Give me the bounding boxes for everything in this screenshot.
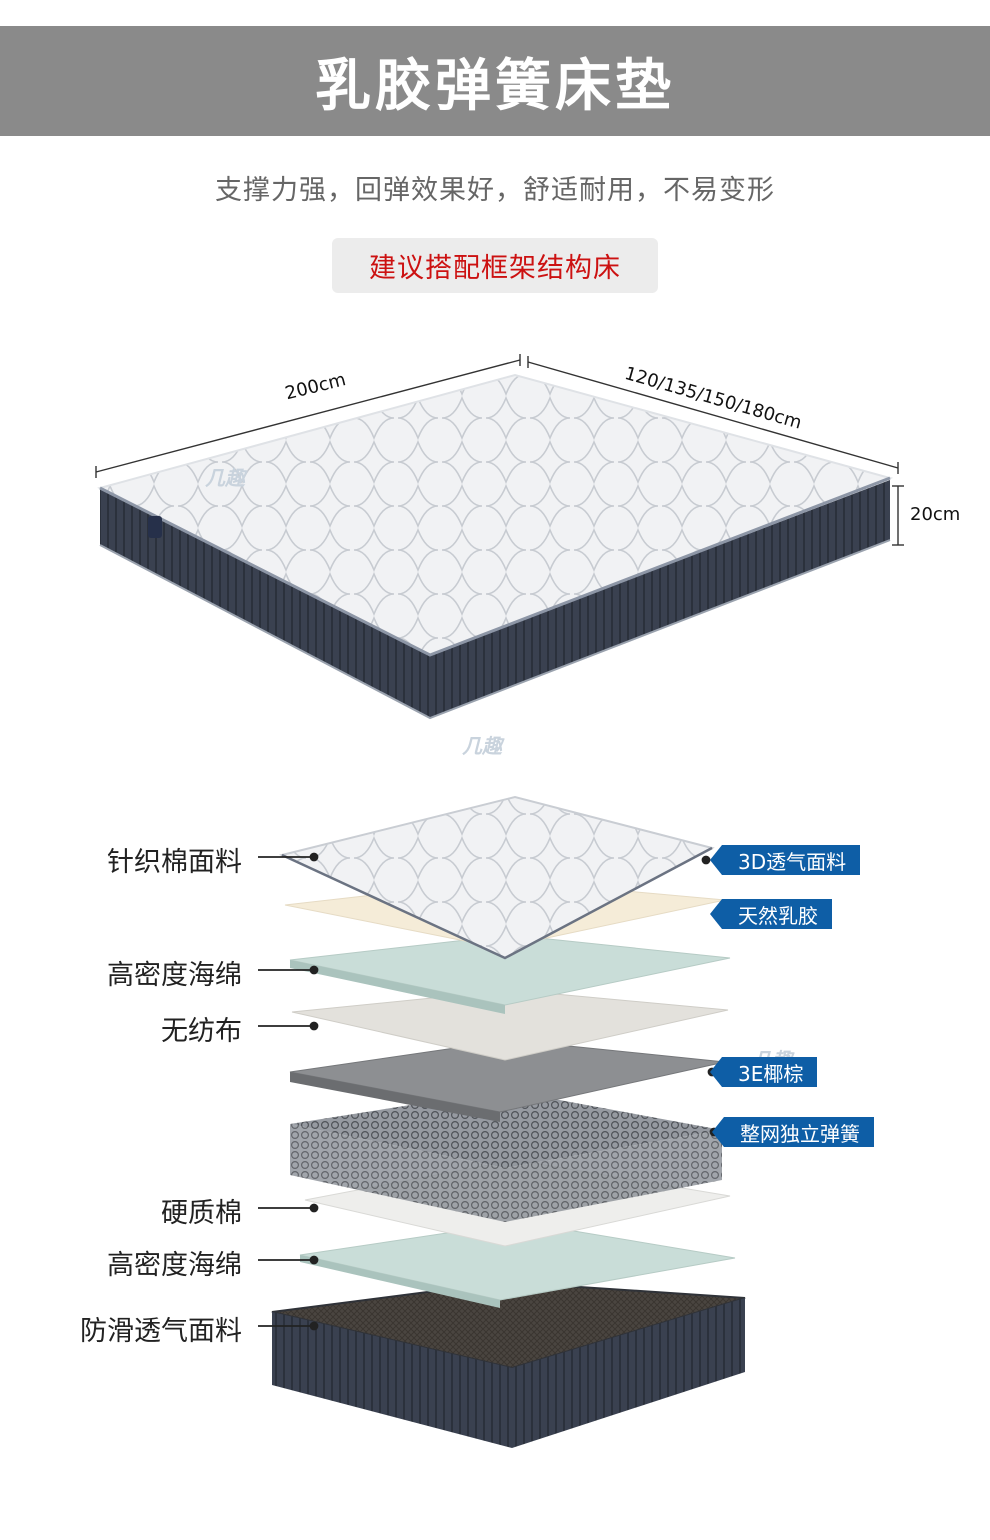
- layer-label-knit-fabric: 针织棉面料: [107, 847, 242, 878]
- brand-tag-icon: [148, 516, 162, 538]
- recommendation-badge: 建议搭配框架结构床: [332, 238, 658, 293]
- layer-tag-spring: 整网独立弹簧: [712, 1117, 874, 1147]
- watermark: 几趣: [462, 734, 502, 758]
- mattress: [97, 373, 894, 720]
- layer-label-nonwoven: 无纺布: [161, 1016, 242, 1047]
- layer-stack: [271, 795, 746, 1448]
- dimension-lines: [95, 354, 904, 546]
- watermark: 几趣: [205, 466, 245, 490]
- recommendation-text: 建议搭配框架结构床: [369, 253, 621, 284]
- layer-tag-coconut: 3E椰棕: [709, 1057, 818, 1087]
- layer-label-antislip-fabric: 防滑透气面料: [80, 1316, 242, 1347]
- height-dimension: 20cm: [910, 504, 961, 525]
- subtitle: 支撑力强，回弹效果好，舒适耐用，不易变形: [215, 175, 775, 206]
- layer-tag-latex: 天然乳胶: [710, 899, 832, 929]
- layer-label-foam-upper: 高密度海绵: [107, 960, 242, 991]
- layer-tag-3d-fabric: 3D透气面料: [709, 845, 861, 875]
- layer-label-hard-cotton: 硬质棉: [161, 1198, 242, 1229]
- layer-label-foam-lower: 高密度海绵: [107, 1250, 242, 1281]
- page-title: 乳胶弹簧床垫: [315, 53, 675, 119]
- title-banner: 乳胶弹簧床垫: [0, 26, 990, 136]
